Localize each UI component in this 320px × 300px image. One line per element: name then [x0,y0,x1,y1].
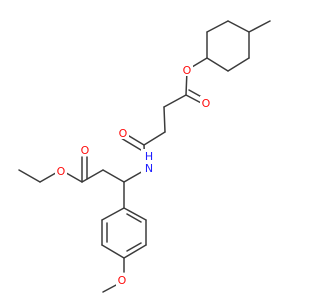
atom-bg [117,126,129,139]
atom-bg [141,149,155,173]
bond-methoxy-o-to-ch3 [102,283,119,293]
atom-bg [116,273,128,286]
bond-benzene-4 [101,244,125,259]
oxygen-atom-label: O [118,274,127,287]
bond-benzene-3 [123,244,147,259]
atom-bg [79,143,91,156]
bond-benzene-inner-2 [126,242,142,252]
bond-ring-c [227,57,250,72]
bond-chain-2 [163,106,166,133]
bond-amide-c-double-o-2 [120,137,142,151]
oxygen-atom-label: O [81,144,90,157]
hydrogen-atom-label: H [145,150,153,163]
bond-ring-a [227,20,250,33]
bond-benzene-1 [123,207,147,221]
bond-chain-3 [143,131,166,146]
bond-ch-to-ch2 [102,169,125,183]
bond-ring-d [206,57,229,72]
oxygen-atom-label: O [183,64,192,77]
bond-ring-f [206,20,229,33]
atom-label-layer: O O O H N O O O [55,63,212,287]
bond-methyl [248,20,271,33]
bond-chain-1 [163,94,187,108]
bond-benzene-6 [101,207,125,221]
atom-bg [55,164,67,177]
oxygen-atom-label: O [202,97,211,110]
bond-ethyl-ch2-to-ch3 [18,169,41,183]
molecule-structure-diagram: O O O H N O O O [18,20,271,293]
atom-bg [200,96,212,109]
oxygen-atom-label: O [119,127,128,140]
oxygen-atom-label: O [57,165,66,178]
bond-benzene-inner-1 [126,213,142,223]
atom-bg [181,63,193,76]
nitrogen-atom-label: N [145,162,153,175]
bond-ch2-to-ester-c [81,169,104,183]
